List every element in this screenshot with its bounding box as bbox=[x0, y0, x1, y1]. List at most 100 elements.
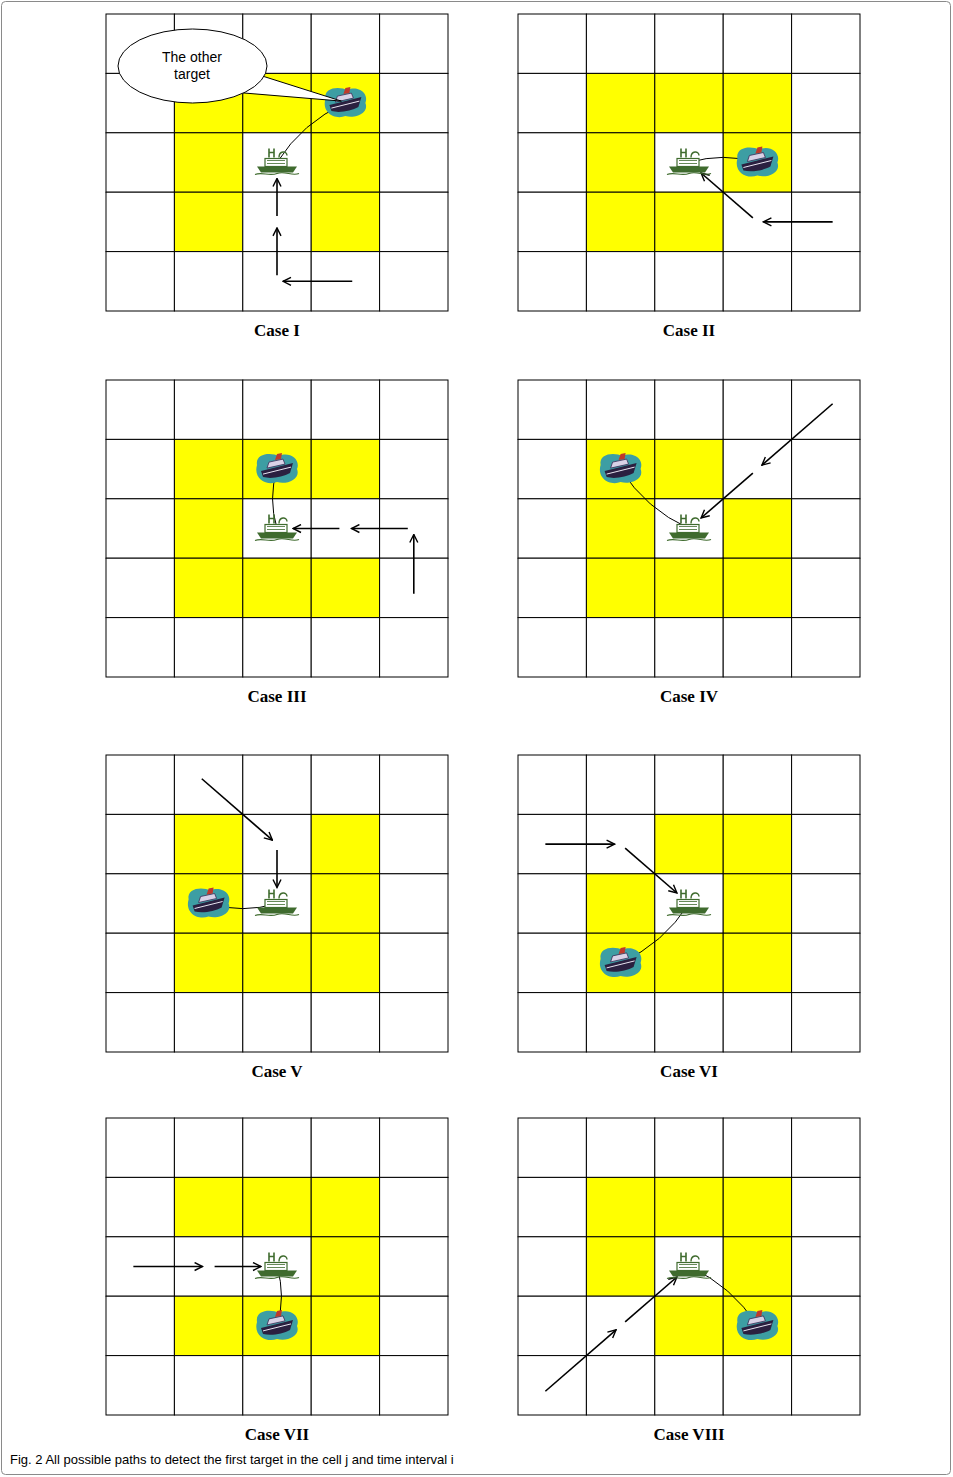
grid-cell bbox=[586, 755, 654, 814]
grid-cell bbox=[106, 380, 174, 439]
grid-cell bbox=[655, 755, 723, 814]
grid-cell bbox=[380, 252, 448, 311]
grid-cell bbox=[792, 814, 860, 873]
grid-cell bbox=[106, 1118, 174, 1177]
target-ship bbox=[256, 1310, 297, 1340]
searcher-boat bbox=[667, 515, 711, 541]
search-cell bbox=[723, 814, 791, 873]
search-cell bbox=[174, 933, 242, 992]
search-cell bbox=[174, 558, 242, 617]
grid-cell bbox=[518, 14, 586, 73]
searcher-boat bbox=[255, 515, 299, 541]
search-cell bbox=[655, 1177, 723, 1236]
search-cell bbox=[174, 1177, 242, 1236]
path-arrow bbox=[202, 779, 273, 840]
grid-cell bbox=[792, 133, 860, 192]
grid-cell bbox=[380, 1296, 448, 1355]
grid-cell bbox=[792, 558, 860, 617]
case-panel bbox=[518, 1118, 860, 1415]
path-arrow bbox=[276, 228, 278, 275]
path-arrow bbox=[762, 404, 833, 465]
search-cell bbox=[655, 558, 723, 617]
grid-cell bbox=[243, 993, 311, 1052]
path-arrow bbox=[276, 850, 278, 887]
grid-cell bbox=[106, 133, 174, 192]
grid-cell bbox=[792, 993, 860, 1052]
grid-cell bbox=[380, 814, 448, 873]
target-ship bbox=[325, 87, 366, 117]
search-cell bbox=[655, 192, 723, 251]
grid-cell bbox=[723, 14, 791, 73]
grid-cell bbox=[518, 993, 586, 1052]
path-arrow bbox=[293, 528, 339, 530]
grid-cell bbox=[106, 1177, 174, 1236]
callout-text: The other target bbox=[147, 49, 237, 84]
search-cell bbox=[174, 439, 242, 498]
search-cell bbox=[174, 1296, 242, 1355]
grid-cell bbox=[380, 439, 448, 498]
search-cell bbox=[311, 1296, 379, 1355]
grid-cell bbox=[518, 755, 586, 814]
grid-cell bbox=[174, 1118, 242, 1177]
search-cell bbox=[723, 558, 791, 617]
grid-cell bbox=[792, 1296, 860, 1355]
grid-cell bbox=[106, 874, 174, 933]
case-label: Case VI bbox=[660, 1062, 718, 1082]
search-cell bbox=[723, 73, 791, 132]
path-arrow bbox=[215, 1266, 261, 1268]
search-cell bbox=[655, 1296, 723, 1355]
grid-cell bbox=[586, 618, 654, 677]
grid-cell bbox=[311, 1356, 379, 1415]
searcher-boat bbox=[667, 1253, 711, 1279]
target-ship bbox=[256, 453, 297, 483]
target-ship bbox=[188, 888, 229, 918]
search-cell bbox=[723, 1237, 791, 1296]
grid-cell bbox=[380, 874, 448, 933]
search-cell bbox=[723, 874, 791, 933]
grid-cell bbox=[380, 1237, 448, 1296]
grid-cell bbox=[792, 755, 860, 814]
grid-cell bbox=[792, 14, 860, 73]
path-arrow bbox=[133, 1266, 202, 1268]
grid-cell bbox=[518, 1237, 586, 1296]
path-arrow bbox=[701, 173, 753, 218]
grid-cell bbox=[311, 380, 379, 439]
search-cell bbox=[174, 874, 242, 933]
grid-cell bbox=[723, 380, 791, 439]
target-ship bbox=[737, 1310, 778, 1340]
search-cell bbox=[311, 814, 379, 873]
grid-cell bbox=[106, 1296, 174, 1355]
search-cell bbox=[174, 192, 242, 251]
grid-cell bbox=[174, 618, 242, 677]
grid-cell bbox=[380, 993, 448, 1052]
search-cell bbox=[243, 558, 311, 617]
search-cell bbox=[586, 558, 654, 617]
grid-cell bbox=[792, 618, 860, 677]
grid-cell bbox=[106, 1356, 174, 1415]
grid-cell bbox=[518, 874, 586, 933]
search-cell bbox=[655, 73, 723, 132]
grid-cell bbox=[380, 1356, 448, 1415]
grid-cell bbox=[655, 1356, 723, 1415]
grid-cell bbox=[518, 499, 586, 558]
grid-cell bbox=[174, 252, 242, 311]
grid-cell bbox=[655, 993, 723, 1052]
grid-cell bbox=[723, 993, 791, 1052]
grid-cell bbox=[311, 993, 379, 1052]
grid-cell bbox=[792, 1356, 860, 1415]
grid-cell bbox=[518, 380, 586, 439]
grid-cell bbox=[380, 133, 448, 192]
search-cell bbox=[586, 439, 654, 498]
search-cell bbox=[723, 1296, 791, 1355]
grid-cell bbox=[723, 1118, 791, 1177]
grid-cell bbox=[723, 755, 791, 814]
grid-cell bbox=[655, 380, 723, 439]
grid-cell bbox=[106, 439, 174, 498]
grid-cell bbox=[174, 993, 242, 1052]
case-label: Case VII bbox=[245, 1425, 309, 1445]
grid-cell bbox=[518, 439, 586, 498]
case-panel bbox=[518, 14, 860, 311]
grid-cell bbox=[723, 252, 791, 311]
grid-cell bbox=[655, 1118, 723, 1177]
